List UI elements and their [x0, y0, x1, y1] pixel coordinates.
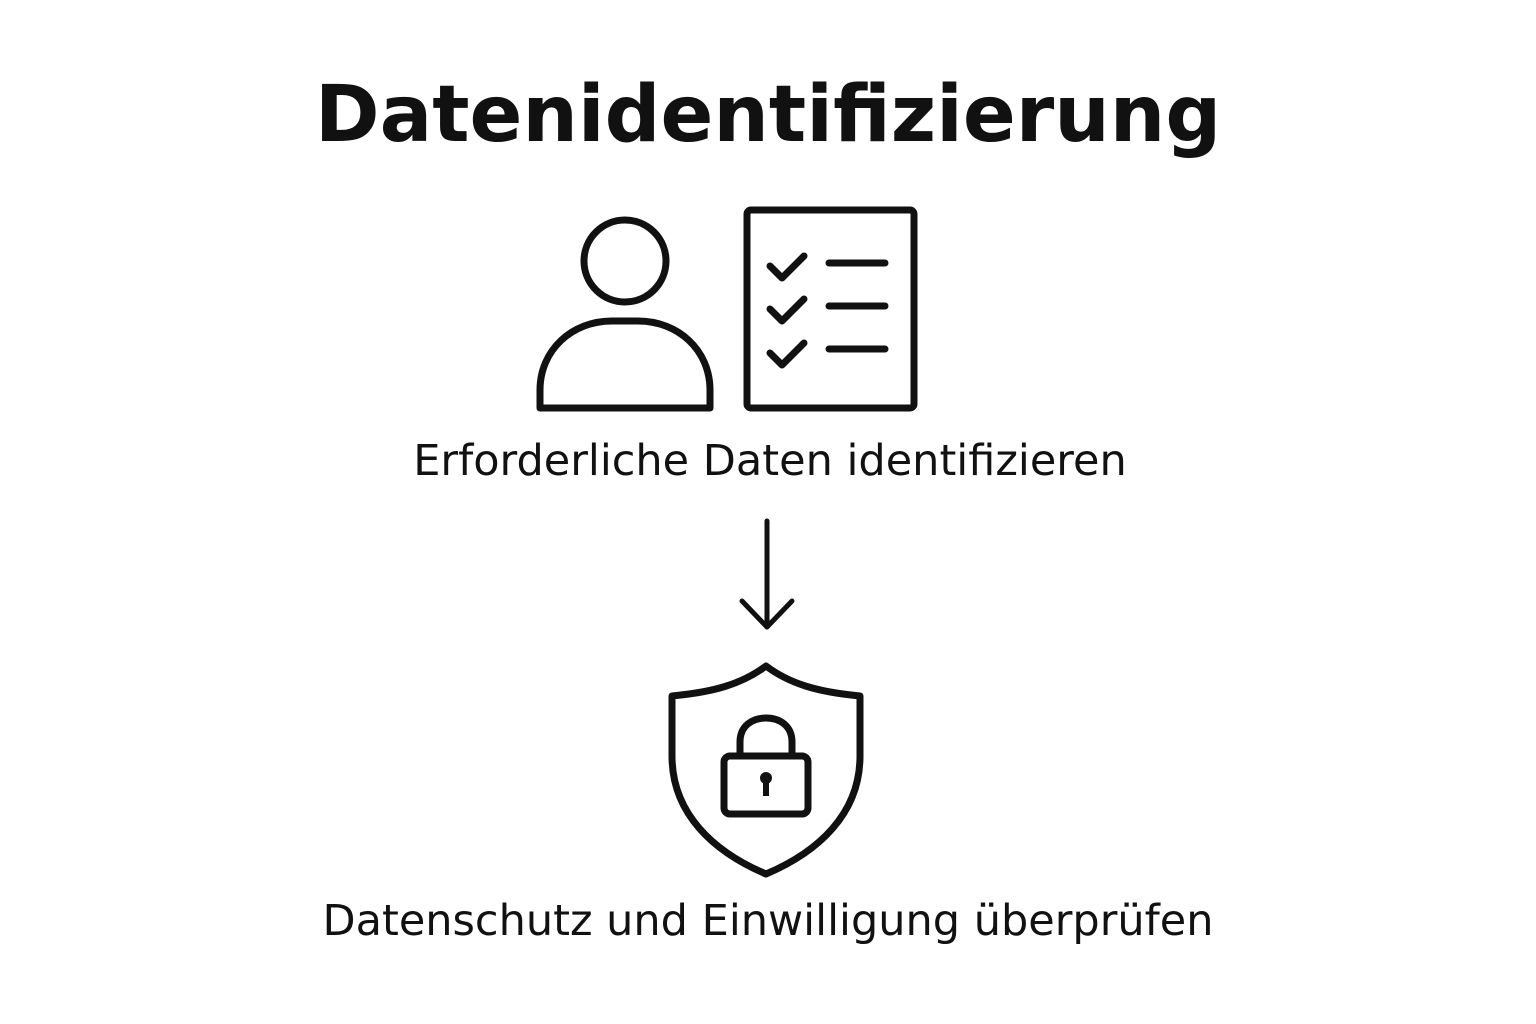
step-1-label: Erforderliche Daten identifizieren [413, 436, 1127, 486]
diagram-title: Datenidentifizierung [314, 70, 1222, 160]
arrow-down-icon [739, 518, 795, 630]
checklist-icon [743, 206, 918, 412]
person-icon [536, 216, 714, 412]
step-2-label: Datenschutz und Einwilligung überprüfen [322, 896, 1214, 946]
shield-lock-icon [668, 662, 864, 878]
